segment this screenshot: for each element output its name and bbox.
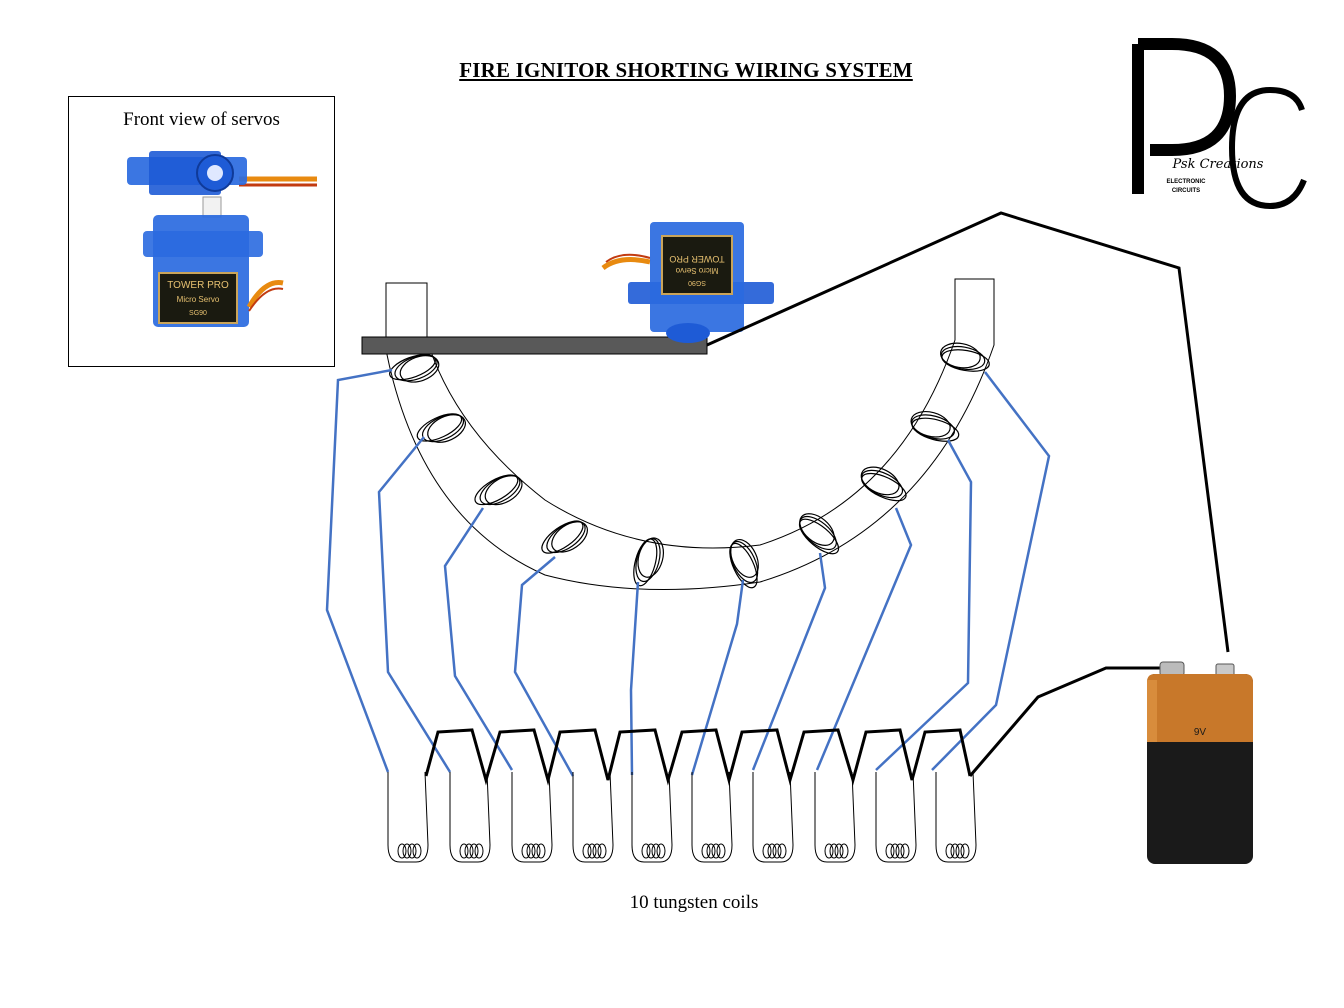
servo-front-view-inset: Front view of servos TOWER PRO Micro Ser…	[68, 96, 335, 367]
tungsten-coils	[387, 771, 977, 863]
tungsten-coil	[387, 771, 429, 863]
servo-model-text: Micro Servo	[675, 266, 718, 275]
wire-wrap	[416, 413, 466, 443]
battery-label: 9V	[1194, 727, 1207, 738]
servo-part-text: SG90	[688, 279, 706, 286]
black-wire-servo-to-battery	[706, 211, 1230, 653]
tungsten-coil	[752, 771, 794, 863]
black-zigzag-wire	[424, 728, 972, 786]
inset-servo-part: SG90	[189, 310, 207, 317]
black-wire-coils-to-battery	[968, 666, 1172, 777]
conduit-wire-wraps	[389, 342, 990, 589]
wire-wrap	[860, 466, 907, 502]
servo-arm	[361, 336, 708, 355]
tungsten-coil	[875, 771, 917, 863]
blue-wire	[443, 507, 514, 771]
blue-wire	[325, 368, 393, 773]
blue-wires	[325, 368, 1051, 777]
blue-wire	[377, 436, 452, 773]
battery-9v: 9V	[1147, 661, 1253, 864]
inset-servo-brand: TOWER PRO	[167, 280, 229, 291]
wire-wrap	[541, 520, 588, 554]
coils-caption: 10 tungsten coils	[629, 892, 759, 913]
tungsten-coil	[572, 771, 614, 863]
curved-conduit	[385, 278, 995, 591]
diagram-title: FIRE IGNITOR SHORTING WIRING SYSTEM	[459, 58, 913, 82]
logo-name: Psk Creations	[1172, 157, 1264, 172]
wire-wrap	[910, 410, 960, 442]
tungsten-coil	[691, 771, 733, 863]
tungsten-coil	[511, 771, 553, 863]
wire-wrap	[939, 342, 990, 372]
blue-wire	[513, 556, 575, 777]
tungsten-coil	[935, 771, 977, 863]
wire-wrap	[474, 474, 523, 506]
tungsten-coil	[814, 771, 856, 863]
wire-wrap	[633, 537, 665, 587]
logo-tagline-1: ELECTRONIC	[1167, 179, 1207, 185]
wire-wrap	[798, 513, 840, 555]
blue-wire	[931, 371, 1051, 771]
blue-wire	[875, 439, 973, 771]
blue-wire	[815, 507, 913, 771]
blue-wire	[690, 579, 745, 776]
servo-front-view-drawing: TOWER PRO Micro Servo SG90	[127, 151, 317, 327]
wire-wrap	[389, 354, 440, 383]
servo-brand-text: TOWER PRO	[669, 254, 724, 264]
blue-wire	[751, 552, 827, 771]
inset-servo-model: Micro Servo	[177, 295, 220, 304]
logo-tagline-2: CIRCUITS	[1172, 188, 1200, 194]
servo-motor: TOWER PRO Micro Servo SG90	[601, 222, 774, 343]
blue-wire	[629, 581, 640, 776]
wire-wrap	[729, 539, 759, 589]
tungsten-coil	[449, 771, 491, 863]
psk-creations-logo: Psk Creations ELECTRONIC CIRCUITS	[1132, 38, 1307, 210]
tungsten-coil	[631, 771, 673, 863]
inset-caption: Front view of servos	[123, 109, 280, 130]
